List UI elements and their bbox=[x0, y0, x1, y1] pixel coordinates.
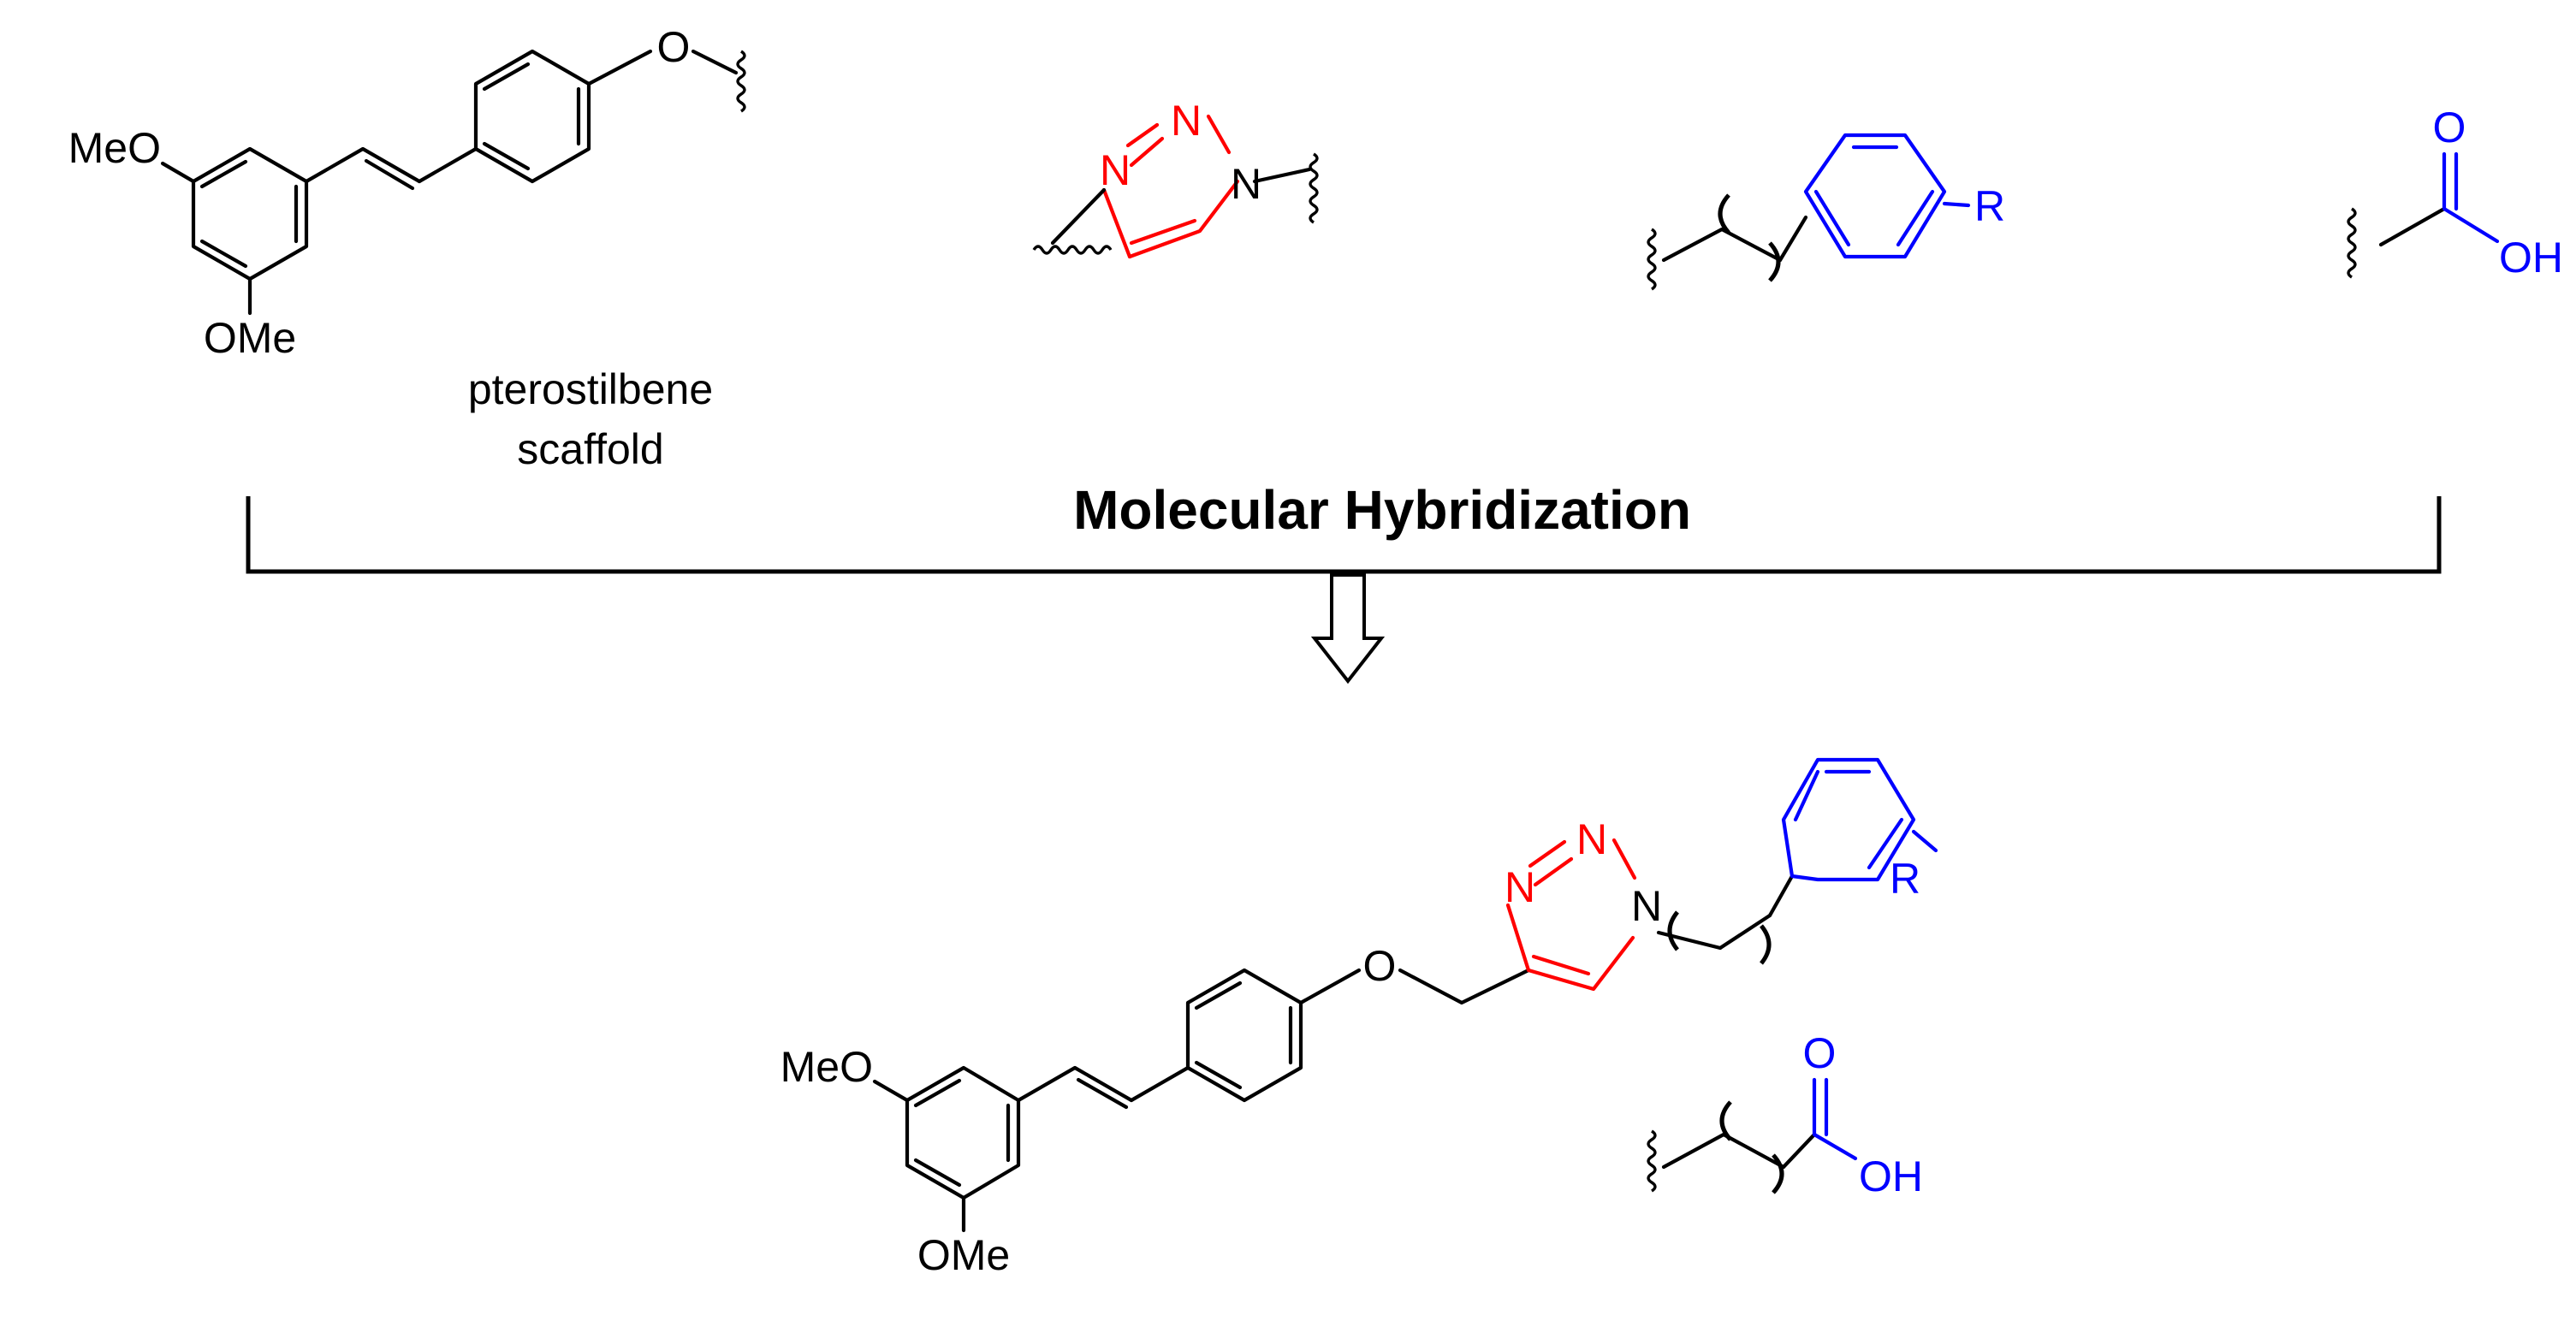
r-substituent: R bbox=[1890, 855, 1920, 903]
r-substituent: R bbox=[1974, 182, 2005, 230]
methoxy-label: MeO bbox=[68, 124, 161, 172]
hybridization-connector: Molecular Hybridization bbox=[246, 479, 2442, 684]
methoxy-label: MeO bbox=[781, 1043, 873, 1091]
scaffold-caption: scaffold bbox=[517, 425, 663, 473]
linker-acid-fragment: O OH bbox=[1647, 1029, 1923, 1200]
carbonyl-oxygen: O bbox=[1803, 1029, 1837, 1077]
triazole-nitrogen: N bbox=[1631, 882, 1662, 930]
triazole-fragment: N N N bbox=[1032, 97, 1319, 259]
hollow-down-arrow-icon bbox=[1310, 573, 1386, 684]
triazole-nitrogen: N bbox=[1576, 815, 1607, 863]
carbonyl-oxygen: O bbox=[2433, 104, 2466, 151]
triazole-nitrogen: N bbox=[1505, 863, 1535, 911]
hydroxyl-label: OH bbox=[2499, 234, 2563, 281]
aryl-fragment: R bbox=[1647, 133, 2005, 291]
acid-fragment: O OH bbox=[2347, 104, 2563, 281]
ether-oxygen-label: O bbox=[657, 23, 691, 71]
hybridization-bracket bbox=[246, 496, 2442, 574]
hybrid-molecule: MeO OMe O N N N R bbox=[781, 757, 1938, 1279]
triazole-nitrogen: N bbox=[1171, 97, 1202, 145]
triazole-nitrogen: N bbox=[1231, 160, 1261, 208]
scaffold-caption: pterostilbene bbox=[468, 365, 713, 413]
methoxy-label: OMe bbox=[917, 1231, 1010, 1279]
triazole-nitrogen: N bbox=[1100, 146, 1131, 194]
hydroxyl-label: OH bbox=[1859, 1152, 1923, 1200]
methoxy-label: OMe bbox=[204, 314, 296, 362]
ether-oxygen-label: O bbox=[1363, 942, 1397, 990]
process-title: Molecular Hybridization bbox=[1073, 479, 1691, 541]
pterostilbene-fragment: MeO OMe O pterostilbene scaffold bbox=[68, 23, 746, 473]
